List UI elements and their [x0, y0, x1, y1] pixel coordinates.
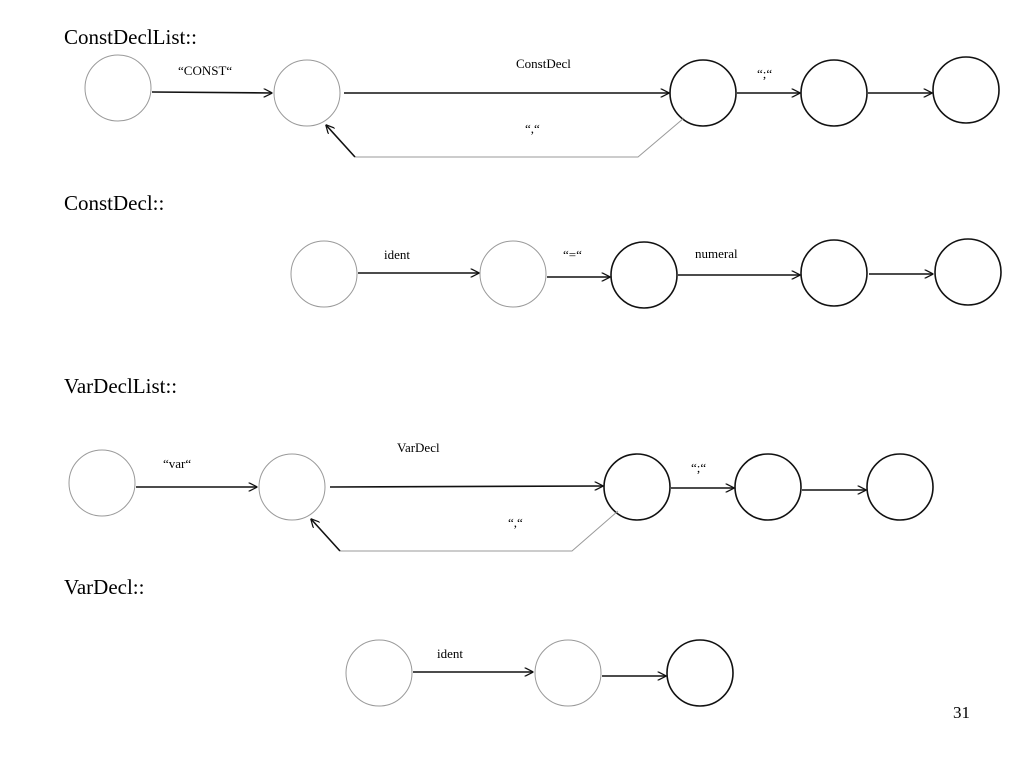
state-node — [290, 240, 358, 308]
loop-back-arrow — [326, 125, 356, 158]
state-node — [666, 639, 734, 707]
state-node — [534, 639, 602, 707]
vardecllist-title: VarDeclList:: — [64, 374, 177, 398]
edge-label-equals: “=“ — [563, 247, 582, 262]
edge-label-vardecl: VarDecl — [397, 440, 440, 455]
state-node — [258, 453, 326, 521]
state-node — [734, 453, 802, 521]
state-node — [610, 241, 678, 309]
vardecl-diagram: VarDecl:: ident — [64, 575, 734, 707]
edge-label-constdecl: ConstDecl — [516, 56, 571, 71]
constdecllist-title: ConstDeclList:: — [64, 25, 197, 49]
edge-label-comma: “,“ — [525, 121, 540, 136]
state-node — [934, 238, 1002, 306]
edge-label-comma: “,“ — [508, 515, 523, 530]
vardecllist-diagram: VarDeclList:: “var“ VarDecl “;“ “,“ — [64, 374, 934, 552]
page-number: 31 — [953, 703, 970, 722]
edge-label-numeral: numeral — [695, 246, 738, 261]
state-node — [84, 54, 152, 122]
loop-back-arrow — [311, 519, 341, 552]
edge-label-semicolon: “;“ — [691, 460, 706, 475]
transition-arrow — [329, 486, 603, 487]
constdecl-title: ConstDecl:: — [64, 191, 164, 215]
state-node — [273, 59, 341, 127]
state-node — [345, 639, 413, 707]
state-node — [800, 239, 868, 307]
edge-label-ident: ident — [384, 247, 410, 262]
vardecl-title: VarDecl:: — [64, 575, 144, 599]
state-node — [932, 56, 1000, 124]
state-node — [479, 240, 547, 308]
state-node — [669, 59, 737, 127]
state-node — [800, 59, 868, 127]
state-node — [866, 453, 934, 521]
constdecllist-diagram: ConstDeclList:: “CONST“ ConstDecl “;“ “,… — [64, 25, 1000, 158]
loop-back-path — [340, 510, 619, 552]
state-node — [68, 449, 136, 517]
constdecl-diagram: ConstDecl:: ident “=“ numeral — [64, 191, 1002, 309]
transition-arrow — [151, 92, 272, 93]
edge-label-semicolon: “;“ — [757, 66, 772, 81]
state-node — [603, 453, 671, 521]
edge-label-const: “CONST“ — [178, 63, 232, 78]
edge-label-var: “var“ — [163, 456, 191, 471]
loop-back-path — [355, 117, 685, 158]
edge-label-ident: ident — [437, 646, 463, 661]
